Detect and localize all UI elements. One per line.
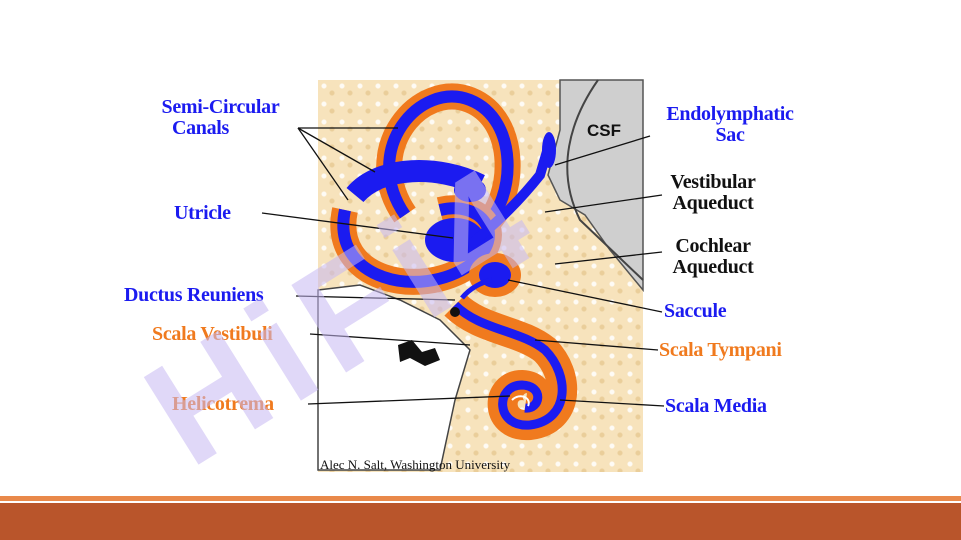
round-window (450, 307, 460, 317)
scala-tympani-label: Scala Tympani (659, 339, 782, 361)
saccule-label: Saccule (664, 300, 727, 322)
utricle-label: Utricle (174, 202, 231, 224)
ductus-reuniens-label: Ductus Reuniens (124, 284, 264, 306)
scala-media-label: Scala Media (665, 395, 767, 417)
semi-circular-canals-line2: Canals (171, 117, 230, 139)
semi-circular-canals-label: Semi-Circular Canals (138, 97, 303, 139)
vestibular-aqueduct-line2: Aqueduct (672, 192, 754, 214)
vestibular-aqueduct-label: Vestibular Aqueduct (663, 172, 763, 214)
csf-label: CSF (587, 121, 621, 140)
ductus-reuniens-shape (460, 277, 493, 300)
bone-line (566, 79, 644, 281)
cochlea (444, 293, 578, 441)
helicotrema-label: Helicotrema (172, 393, 274, 415)
footer-accent-line (0, 496, 961, 501)
vestibular-aqueduct-line1: Vestibular (670, 171, 756, 193)
utricle-shape (425, 218, 485, 262)
endolymphatic-sac-label: Endolymphatic Sac (655, 104, 805, 146)
footer-bar (0, 503, 961, 540)
cochlear-aqueduct-label: Cochlear Aqueduct (665, 236, 761, 278)
skull-region (317, 284, 471, 471)
endolymphatic-sac-line2: Sac (715, 124, 745, 146)
scala-vestibuli-label: Scala Vestibuli (152, 323, 273, 345)
endolymphatic-sac-shape (542, 132, 556, 168)
semicircular-canals (330, 83, 521, 295)
endolymphatic-duct (466, 146, 553, 249)
black-nerve-mark (398, 340, 440, 366)
cochlear-aqueduct-line1: Cochlear (675, 235, 751, 257)
csf-region (547, 79, 644, 293)
semi-circular-canals-line1: Semi-Circular (161, 96, 280, 118)
image-credit: Alec N. Salt, Washington University (320, 457, 511, 472)
leader-lines (261, 127, 665, 407)
cochlear-aqueduct-line2: Aqueduct (672, 256, 754, 278)
endolymphatic-sac-line1: Endolymphatic (666, 103, 794, 125)
